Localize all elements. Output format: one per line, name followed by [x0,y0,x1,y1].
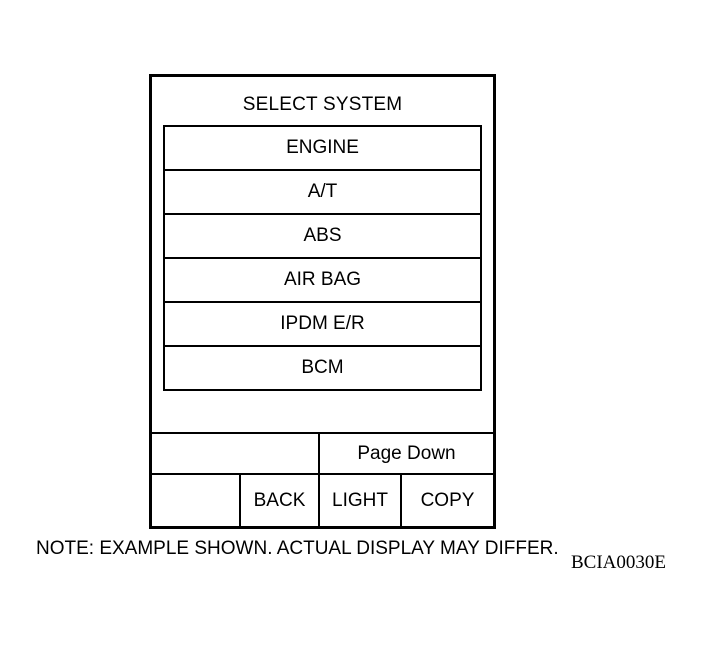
menu-item-engine[interactable]: ENGINE [165,127,480,171]
menu-item-bcm[interactable]: BCM [165,347,480,391]
consult-screen: SELECT SYSTEM ENGINE A/T ABS AIR BAG IPD… [149,74,496,529]
menu-item-ipdm-er[interactable]: IPDM E/R [165,303,480,347]
empty-button-cell [152,475,241,526]
copy-button[interactable]: COPY [420,489,475,511]
page-down-button[interactable]: Page Down [357,442,456,464]
button-row: BACK LIGHT COPY [152,475,493,526]
menu-item-abs[interactable]: ABS [165,215,480,259]
menu-item-at[interactable]: A/T [165,171,480,215]
note-text: NOTE: EXAMPLE SHOWN. ACTUAL DISPLAY MAY … [36,538,559,559]
menu-item-air-bag[interactable]: AIR BAG [165,259,480,303]
light-button[interactable]: LIGHT [320,475,402,526]
figure-code: BCIA0030E [571,552,666,573]
system-menu: ENGINE A/T ABS AIR BAG IPDM E/R BCM [163,125,482,391]
screen-title: SELECT SYSTEM [242,94,403,115]
back-button[interactable]: BACK [241,475,320,526]
empty-cell [152,434,320,473]
paging-row: Page Down [152,432,493,475]
